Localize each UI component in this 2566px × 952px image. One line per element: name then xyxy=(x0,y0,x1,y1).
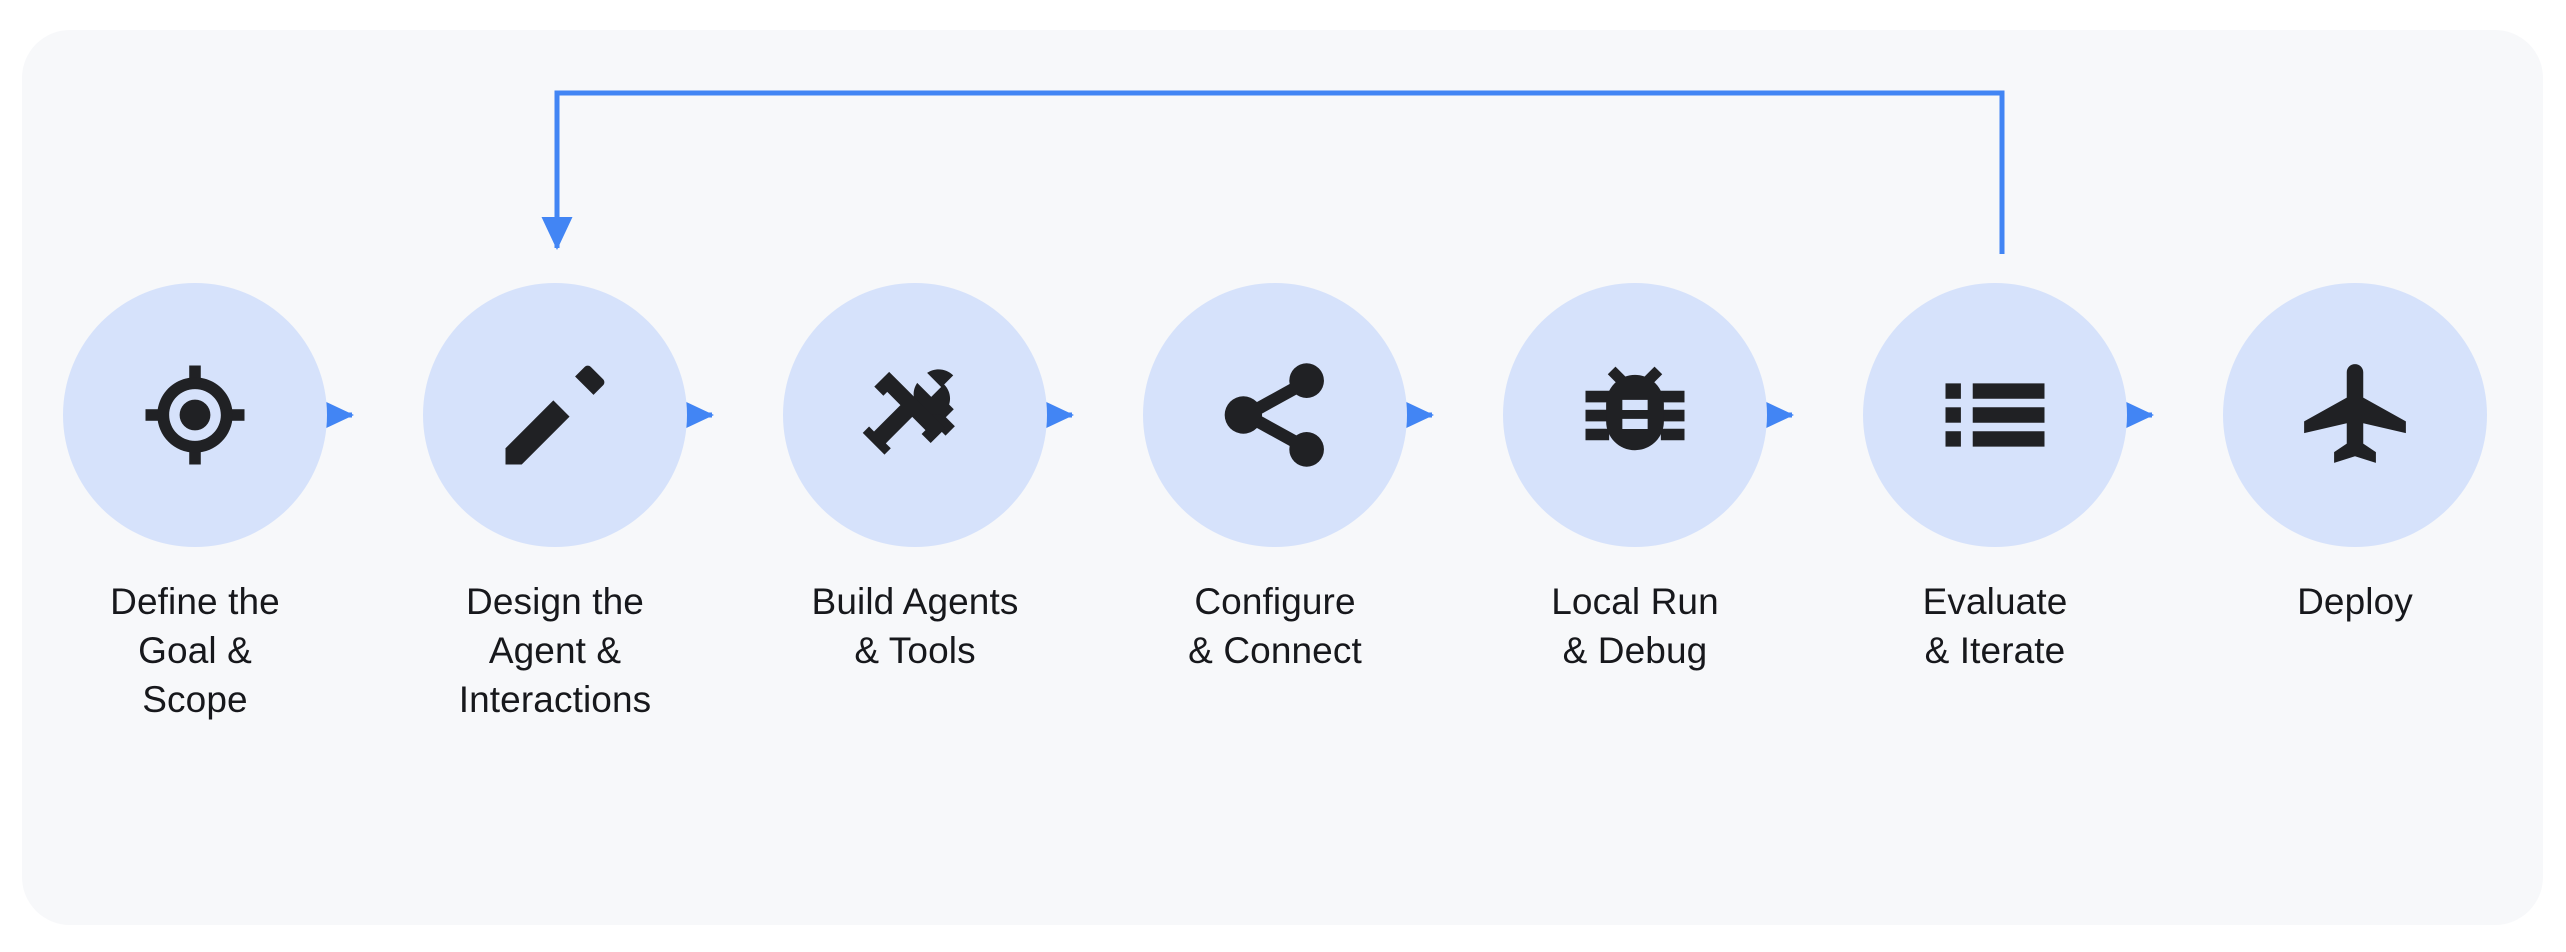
stage-node-define-goal-scope[interactable]: Define the Goal & Scope xyxy=(63,283,327,725)
workflow-diagram-panel: Define the Goal & Scope Design the Agent… xyxy=(22,30,2543,925)
pencil-icon xyxy=(505,365,605,465)
stage-node-build-agents-tools[interactable]: Build Agents & Tools xyxy=(783,283,1047,675)
stage-label: Configure & Connect xyxy=(1188,581,1362,672)
stage-label: Build Agents & Tools xyxy=(811,581,1019,672)
stage-icon-circle[interactable] xyxy=(1143,283,1407,547)
stage-label: Local Run & Debug xyxy=(1551,581,1719,672)
stage-icon-circle[interactable] xyxy=(783,283,1047,547)
stage-icon-circle[interactable] xyxy=(1503,283,1767,547)
stage-label: Design the Agent & Interactions xyxy=(458,581,652,721)
stage-node-deploy[interactable]: Deploy xyxy=(2223,283,2487,626)
stage-node-design-agent-interactions[interactable]: Design the Agent & Interactions xyxy=(423,283,687,725)
stage-icon-circle[interactable] xyxy=(63,283,327,547)
stage-node-local-run-debug[interactable]: Local Run & Debug xyxy=(1503,283,1767,675)
stage-icon-circle[interactable] xyxy=(2223,283,2487,547)
stage-icon-circle[interactable] xyxy=(423,283,687,547)
share-nodes-icon xyxy=(1224,363,1324,467)
airplane-icon xyxy=(2304,364,2406,463)
stage-label: Evaluate & Iterate xyxy=(1922,581,2068,672)
stage-label: Define the Goal & Scope xyxy=(110,581,280,721)
target-icon xyxy=(145,365,245,465)
list-icon xyxy=(1945,383,2045,447)
stage-label: Deploy xyxy=(2297,581,2413,622)
stage-icon-circle[interactable] xyxy=(1863,283,2127,547)
bug-icon xyxy=(1585,366,1685,451)
stage-track: Define the Goal & Scope Design the Agent… xyxy=(22,30,2543,925)
stage-node-configure-connect[interactable]: Configure & Connect xyxy=(1143,283,1407,675)
stage-node-evaluate-iterate[interactable]: Evaluate & Iterate xyxy=(1863,283,2127,675)
hammer-wrench-icon xyxy=(862,369,955,455)
